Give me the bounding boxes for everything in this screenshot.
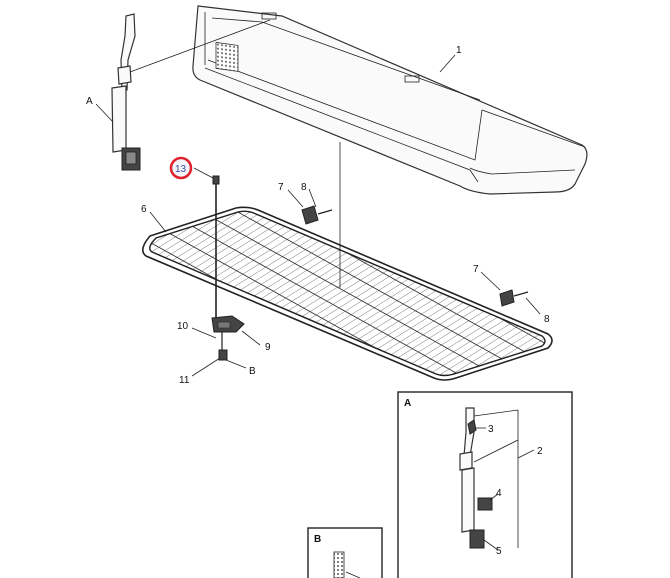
- seat-back-panel: [192, 5, 588, 195]
- callout-leaders: [95, 54, 541, 377]
- clip-lower: [499, 289, 529, 307]
- detail-box-a: A 3 2 4 5: [397, 391, 573, 578]
- callout-5: 5: [496, 546, 502, 557]
- callout-4: 4: [496, 488, 502, 499]
- callout-8-lower: 8: [544, 314, 550, 325]
- callout-3: 3: [488, 424, 494, 435]
- rod-and-latch: [211, 175, 245, 361]
- callout-11: 11: [179, 375, 190, 386]
- seatbelt-assembly-a: [111, 13, 271, 171]
- highlight-ring: [169, 156, 193, 180]
- callout-2: 2: [537, 446, 543, 457]
- callout-6: 6: [141, 204, 147, 215]
- callout-1: 1: [456, 45, 462, 56]
- clip-upper: [301, 205, 333, 225]
- detail-box-b: B: [307, 527, 383, 578]
- callout-b: B: [249, 366, 256, 377]
- callout-13: 13: [175, 164, 187, 175]
- detail-a-title: A: [404, 398, 411, 409]
- callout-9: 9: [265, 342, 271, 353]
- highlighted-callout-13[interactable]: 13: [169, 156, 193, 180]
- detail-b-title: B: [314, 534, 321, 545]
- callout-a: A: [86, 96, 93, 107]
- callout-8-upper: 8: [301, 182, 307, 193]
- callout-labels: 1 A 6 7 8 7 8 9 10 11 B: [86, 45, 550, 386]
- callout-7-lower: 7: [473, 264, 479, 275]
- cargo-grid-tray: [142, 206, 553, 381]
- callout-7-upper: 7: [278, 182, 284, 193]
- callout-10: 10: [177, 321, 189, 332]
